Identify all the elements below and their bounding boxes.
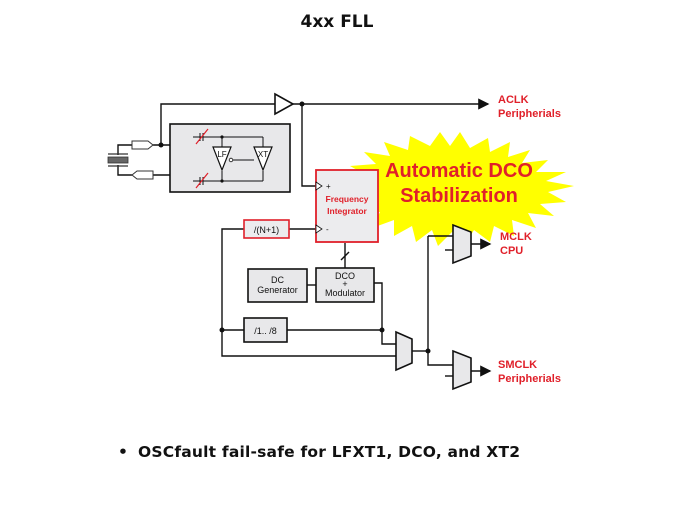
oscillator-block: LF XT [169, 123, 291, 193]
integrator-line1: Frequency [326, 194, 369, 204]
mclk-mux [452, 223, 472, 265]
frequency-integrator-block: + - Frequency Integrator [315, 169, 379, 243]
dco-line3: Modulator [325, 288, 365, 298]
dco-modulator-block: DCO + Modulator [315, 267, 375, 303]
wires [117, 98, 492, 377]
divider-1-8-block: /1.. /8 [243, 317, 288, 343]
callout-line2: Stabilization [400, 185, 518, 207]
integrator-plus: + [326, 182, 331, 191]
dco-line2: + [342, 279, 347, 289]
divider-n-block: /(N+1) [243, 219, 290, 239]
smclk-mux [452, 349, 472, 391]
integrator-minus: - [326, 225, 329, 234]
xt-label: XT [258, 150, 268, 159]
divider-n-label: /(N+1) [254, 225, 279, 235]
slide-title: 4xx FLL [300, 12, 374, 32]
bullet-item: • OSCfault fail-safe for LFXT1, DCO, and … [118, 443, 520, 461]
junctions [158, 101, 431, 354]
dc-generator-block: DC Generator [247, 268, 308, 303]
integrator-line2: Integrator [327, 206, 367, 216]
dc-generator-line1: DC [271, 275, 284, 285]
starburst-callout: Automatic DCO Stabilization [344, 132, 574, 246]
aclk-sublabel: Peripherials [498, 108, 561, 120]
smclk-label: SMCLK [498, 359, 537, 371]
aclk-label: ACLK [498, 94, 529, 106]
mclk-label: MCLK [500, 231, 532, 243]
xt-amplifier [253, 146, 273, 172]
mclk-sublabel: CPU [500, 245, 523, 257]
variable-capacitor-icon [195, 128, 209, 189]
xout-pin [131, 170, 154, 180]
dc-generator-line2: Generator [257, 285, 298, 295]
starburst-shape [344, 132, 574, 246]
source-mux [395, 330, 413, 372]
xin-pin [131, 140, 154, 150]
smclk-sublabel: Peripherials [498, 373, 561, 385]
lf-amplifier [212, 146, 232, 172]
callout-line1: Automatic DCO [385, 160, 533, 182]
aclk-buffer [274, 92, 295, 116]
dco-line1: DCO [335, 271, 355, 281]
crystal-icon [107, 153, 129, 167]
divider-1-8-label: /1.. /8 [254, 326, 277, 336]
bullet-text: OSCfault fail-safe for LFXT1, DCO, and X… [138, 443, 521, 461]
bullet-dot-icon: • [118, 443, 129, 461]
lf-label: LF [217, 150, 226, 159]
